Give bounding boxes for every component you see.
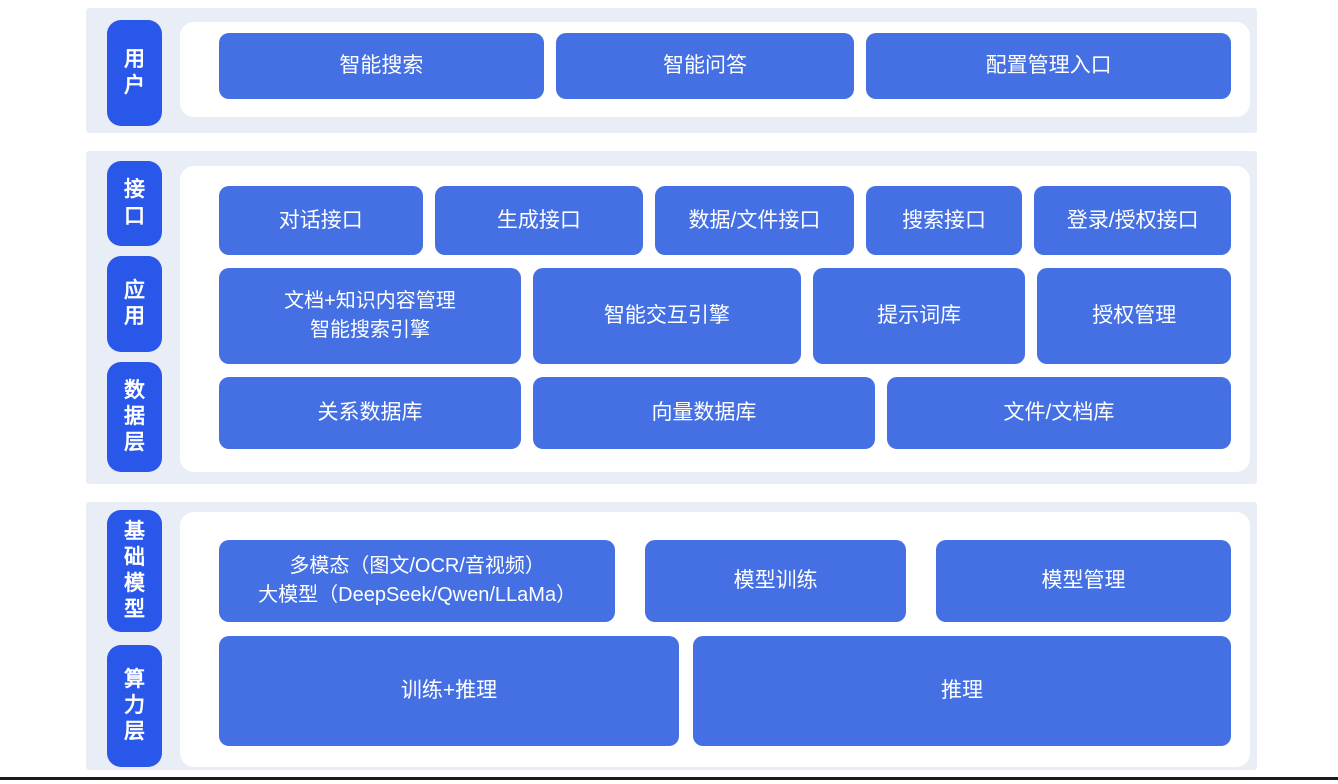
panel-foundation-layer: 多模态（图文/OCR/音视频） 大模型（DeepSeek/Qwen/LLaMa）… bbox=[180, 512, 1250, 767]
node-user-1: 智能搜索 bbox=[219, 33, 544, 99]
node-data-1: 关系数据库 bbox=[219, 377, 521, 449]
layer-labels-foundation-layer: 基 础 模 型算 力 层 bbox=[107, 502, 162, 770]
row-data: 关系数据库向量数据库文件/文档库 bbox=[219, 377, 1231, 449]
node-user-3: 配置管理入口 bbox=[866, 33, 1231, 99]
node-interface-3: 数据/文件接口 bbox=[655, 186, 854, 255]
node-model-1: 多模态（图文/OCR/音视频） 大模型（DeepSeek/Qwen/LLaMa） bbox=[219, 540, 616, 622]
row-interface: 对话接口生成接口数据/文件接口搜索接口登录/授权接口 bbox=[219, 186, 1231, 255]
row-application: 文档+知识内容管理 智能搜索引擎智能交互引擎提示词库授权管理 bbox=[219, 268, 1231, 364]
node-application-1: 文档+知识内容管理 智能搜索引擎 bbox=[219, 268, 521, 364]
node-application-3: 提示词库 bbox=[812, 268, 1026, 364]
node-model-3: 模型管理 bbox=[936, 540, 1231, 622]
node-interface-2: 生成接口 bbox=[434, 186, 644, 255]
layer-label-model: 基 础 模 型 bbox=[107, 510, 162, 632]
section-service-layer: 接 口应 用数 据 层对话接口生成接口数据/文件接口搜索接口登录/授权接口文档+… bbox=[86, 151, 1257, 484]
row-model: 多模态（图文/OCR/音视频） 大模型（DeepSeek/Qwen/LLaMa）… bbox=[219, 540, 1231, 622]
bottom-border-line bbox=[0, 777, 1338, 780]
node-data-2: 向量数据库 bbox=[532, 377, 875, 449]
layer-label-data: 数 据 层 bbox=[107, 362, 162, 472]
node-data-3: 文件/文档库 bbox=[886, 377, 1231, 449]
node-application-4: 授权管理 bbox=[1037, 268, 1231, 364]
section-foundation-layer: 基 础 模 型算 力 层 多模态（图文/OCR/音视频） 大模型（DeepSeek… bbox=[86, 502, 1257, 770]
panel-user-layer: 智能搜索智能问答配置管理入口 bbox=[180, 22, 1250, 117]
panel-service-layer: 对话接口生成接口数据/文件接口搜索接口登录/授权接口文档+知识内容管理 智能搜索… bbox=[180, 166, 1250, 472]
node-model-2: 模型训练 bbox=[645, 540, 907, 622]
layer-labels-service-layer: 接 口应 用数 据 层 bbox=[107, 151, 162, 484]
node-interface-1: 对话接口 bbox=[219, 186, 423, 255]
node-interface-4: 搜索接口 bbox=[865, 186, 1023, 255]
layer-label-compute: 算 力 层 bbox=[107, 645, 162, 767]
node-compute-1: 训练+推理 bbox=[219, 636, 679, 746]
layer-label-user: 用 户 bbox=[107, 20, 162, 126]
row-compute: 训练+推理推理 bbox=[219, 636, 1231, 746]
section-user-layer: 用 户 智能搜索智能问答配置管理入口 bbox=[86, 8, 1257, 133]
layer-labels-user-layer: 用 户 bbox=[107, 8, 162, 133]
node-compute-2: 推理 bbox=[693, 636, 1231, 746]
node-user-2: 智能问答 bbox=[555, 33, 855, 99]
layer-label-interface: 接 口 bbox=[107, 161, 162, 246]
node-interface-5: 登录/授权接口 bbox=[1034, 186, 1231, 255]
layer-label-application: 应 用 bbox=[107, 256, 162, 352]
row-user: 智能搜索智能问答配置管理入口 bbox=[219, 33, 1231, 99]
node-application-2: 智能交互引擎 bbox=[532, 268, 801, 364]
